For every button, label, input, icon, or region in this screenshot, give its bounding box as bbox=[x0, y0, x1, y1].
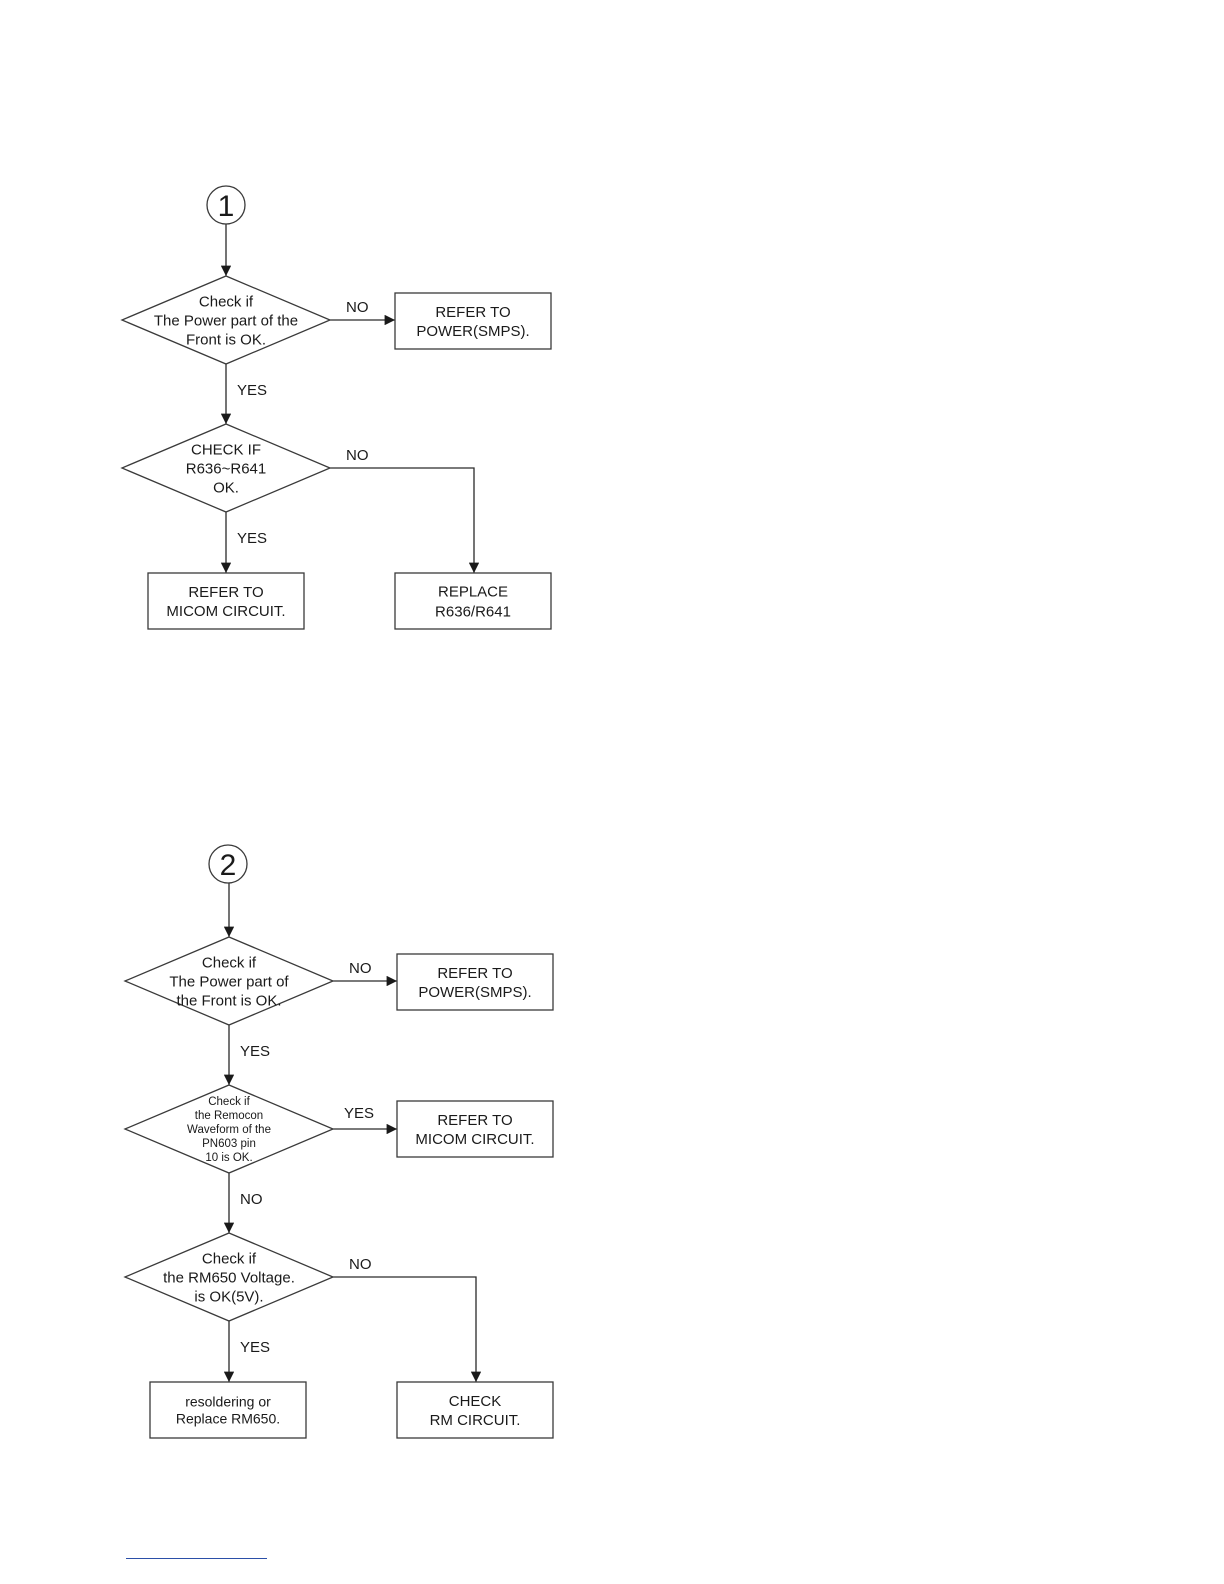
flowchart-2-edge-d1-to-d2: YES bbox=[223, 1025, 270, 1085]
flowchart-1-edge-label-yes: YES bbox=[237, 530, 267, 547]
flowchart-2-b1-box bbox=[396, 953, 554, 1011]
flowchart-1-edge-label-no: NO bbox=[346, 447, 369, 464]
flowchart-1-b3-line-2: R636/R641 bbox=[435, 603, 511, 620]
flowchart-2-b1-line-2: POWER(SMPS). bbox=[418, 984, 531, 1001]
flowchart-2-edge-d2-to-d3: NO bbox=[223, 1173, 263, 1233]
flowchart-1-start-number: 1 bbox=[218, 190, 235, 223]
flowchart-2-edge-d3-to-b4: NO bbox=[333, 1256, 482, 1382]
flowchart-1-edge-label-yes: YES bbox=[237, 382, 267, 399]
flowchart-2-edge-d3-to-b3: YES bbox=[223, 1321, 270, 1382]
flowchart-2-d2-line-3: Waveform of the bbox=[187, 1124, 271, 1136]
flowchart-2-d1-line-3: the Front is OK. bbox=[176, 992, 281, 1009]
flowchart-2-start-circle bbox=[208, 844, 248, 884]
flowchart-1-start-connector: 1 bbox=[206, 185, 246, 225]
flowchart-2-edge-label-yes: YES bbox=[240, 1043, 270, 1060]
flowchart-2-decision-d1: Check if The Power part of the Front is OK… bbox=[123, 936, 335, 1026]
flowchart-1-edge-label-no: NO bbox=[346, 299, 369, 316]
flowchart-2-process-b2: REFER TO MICOM CIRCUIT. bbox=[396, 1100, 554, 1158]
flowchart-1-process-b3: REPLACE R636/R641 bbox=[394, 572, 552, 630]
flowchart-1-d2-line-3: OK. bbox=[213, 479, 239, 496]
flowchart-2-start-connector: 2 bbox=[208, 844, 248, 884]
flowchart-1-d1-diamond bbox=[120, 275, 332, 365]
flowchart-2-b1-line-1: REFER TO bbox=[437, 965, 512, 982]
flowchart-1-b2-line-2: MICOM CIRCUIT. bbox=[166, 603, 285, 620]
flowchart-1-start-circle bbox=[206, 185, 246, 225]
flowchart-2-d2-diamond bbox=[123, 1084, 335, 1174]
flowchart-1-process-b2: REFER TO MICOM CIRCUIT. bbox=[147, 572, 305, 630]
flowchart-2-edge-d2-to-b2: YES bbox=[333, 1105, 397, 1135]
flowchart-2-edge-label-yes: YES bbox=[240, 1339, 270, 1356]
flowchart-2-b4-line-1: CHECK bbox=[449, 1393, 502, 1410]
flowchart-2-b3-line-1: resoldering or bbox=[185, 1393, 271, 1409]
flowchart-2-d3-line-1: Check if bbox=[202, 1250, 257, 1267]
flowchart-2-edge-label-no: NO bbox=[349, 1256, 372, 1273]
flowchart-2-b2-line-1: REFER TO bbox=[437, 1112, 512, 1129]
flowchart-2-b4-box bbox=[396, 1381, 554, 1439]
flowchart-2-d1-line-2: The Power part of bbox=[169, 973, 289, 990]
flowchart-2-b2-line-2: MICOM CIRCUIT. bbox=[415, 1131, 534, 1148]
flowchart-2-start-number: 2 bbox=[220, 849, 237, 882]
flowchart-1-d1-line-3: Front is OK. bbox=[186, 331, 266, 348]
flowchart-2-edge-label-no: NO bbox=[240, 1191, 263, 1208]
flowchart-1-edge-d1-to-d2: YES bbox=[220, 364, 267, 424]
flowchart-2-b2-box bbox=[396, 1100, 554, 1158]
flowchart-2-d3-line-2: the RM650 Voltage. bbox=[163, 1269, 295, 1286]
flowchart-2-d3-line-3: is OK(5V). bbox=[194, 1288, 263, 1305]
flowchart-1-b1-line-2: POWER(SMPS). bbox=[416, 323, 529, 340]
flowchart-2-d2-line-4: PN603 pin bbox=[202, 1138, 256, 1150]
flowchart-2-edge-line bbox=[333, 1276, 482, 1382]
flowchart-2-edge-d1-to-b1: NO bbox=[333, 960, 397, 987]
flowchart-1-edge-line bbox=[330, 467, 480, 573]
flowchart-1-d1-line-2: The Power part of the bbox=[154, 312, 298, 329]
flowchart-1-b2-line-1: REFER TO bbox=[188, 584, 263, 601]
flowchart-1-b1-line-1: REFER TO bbox=[435, 304, 510, 321]
flowchart-1-d2-line-2: R636~R641 bbox=[186, 460, 266, 477]
flowchart-2-d2-line-1: Check if bbox=[208, 1096, 250, 1108]
flowchart-2-edge-label-yes: YES bbox=[344, 1105, 374, 1122]
flowchart-2-edge-label-no: NO bbox=[349, 960, 372, 977]
flowchart-1-b1-box bbox=[394, 292, 552, 350]
flowchart-1-b3-box bbox=[394, 572, 552, 630]
flowchart-2-d1-line-1: Check if bbox=[202, 954, 257, 971]
flowchart-1-b2-box bbox=[147, 572, 305, 630]
flowchart-2-process-b4: CHECK RM CIRCUIT. bbox=[396, 1381, 554, 1439]
flowchart-2-decision-d3: Check if the RM650 Voltage. is OK(5V). bbox=[123, 1232, 335, 1322]
flowchart-2-b3-line-2: Replace RM650. bbox=[176, 1410, 280, 1426]
flowchart-2-d3-diamond bbox=[123, 1232, 335, 1322]
flowchart-1-edge-d1-to-b1: NO bbox=[330, 299, 395, 326]
flowchart-2-d2-line-5: 10 is OK. bbox=[205, 1152, 252, 1164]
flowchart-1-edge-d2-to-b2: YES bbox=[220, 512, 267, 573]
flowchart-2-d1-diamond bbox=[123, 936, 335, 1026]
flowchart-1-edge-d2-to-b3: NO bbox=[330, 447, 480, 573]
flowchart-2-d2-line-2: the Remocon bbox=[195, 1110, 263, 1122]
flowchart-2-process-b1: REFER TO POWER(SMPS). bbox=[396, 953, 554, 1011]
flowchart-1-d1-line-1: Check if bbox=[199, 293, 254, 310]
flowchart-1-b3-line-1: REPLACE bbox=[438, 583, 508, 600]
flowchart-1-d2-line-1: CHECK IF bbox=[191, 441, 261, 458]
flowchart-2-b3-box bbox=[149, 1381, 307, 1439]
flowchart-1-d2-diamond bbox=[120, 423, 332, 513]
footer-rule bbox=[126, 1558, 267, 1559]
flowchart-2-b4-line-2: RM CIRCUIT. bbox=[430, 1412, 521, 1429]
flowchart-1-process-b1: REFER TO POWER(SMPS). bbox=[394, 292, 552, 350]
